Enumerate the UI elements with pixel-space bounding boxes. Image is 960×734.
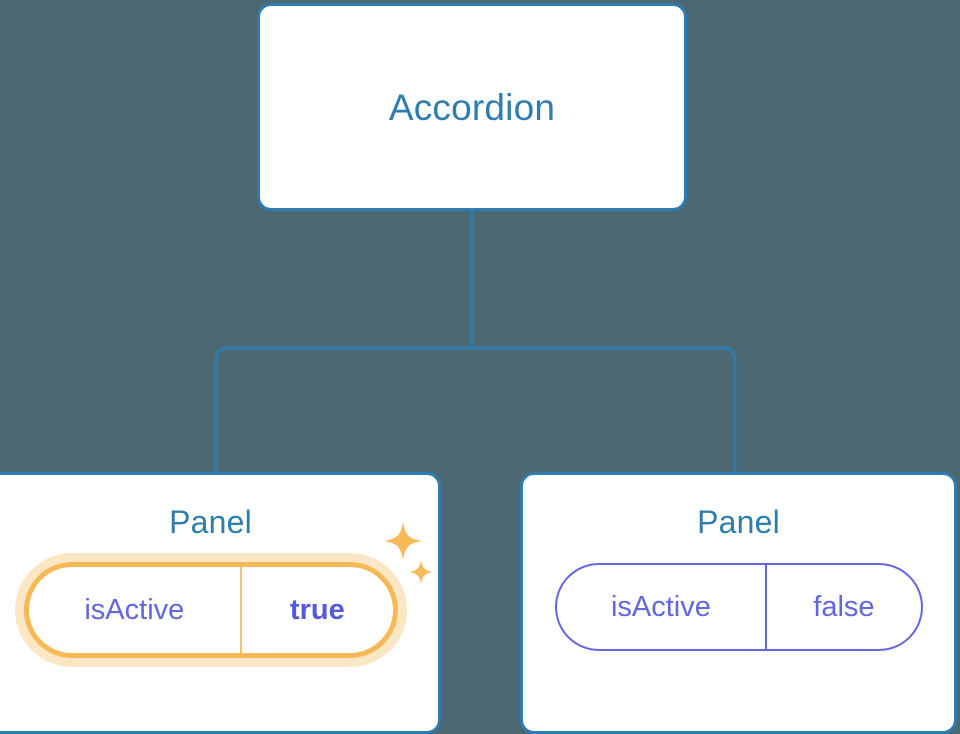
- prop-value-label: true: [289, 593, 345, 626]
- sparkle-small-icon: [408, 560, 433, 584]
- node-panel-active[interactable]: Panel isActive true: [0, 472, 441, 734]
- prop-pill-inactive-wrap: isActive false: [554, 563, 923, 651]
- prop-key-label: isActive: [29, 567, 243, 653]
- prop-pill-isactive-false[interactable]: isActive false: [554, 563, 923, 651]
- prop-pill-isactive-true[interactable]: isActive true: [23, 562, 398, 658]
- prop-key-label: isActive: [557, 565, 768, 649]
- node-accordion[interactable]: Accordion: [257, 3, 687, 211]
- node-panel-inactive[interactable]: Panel isActive false: [520, 472, 957, 734]
- prop-value-label: false: [813, 590, 875, 623]
- node-panel-active-title: Panel: [169, 504, 252, 540]
- sparkle-large-icon: [383, 522, 422, 560]
- prop-pill-active-wrap: isActive true: [23, 522, 433, 658]
- node-accordion-title: Accordion: [388, 86, 556, 128]
- node-panel-inactive-title: Panel: [697, 504, 780, 540]
- connector-child-bus: [214, 346, 737, 472]
